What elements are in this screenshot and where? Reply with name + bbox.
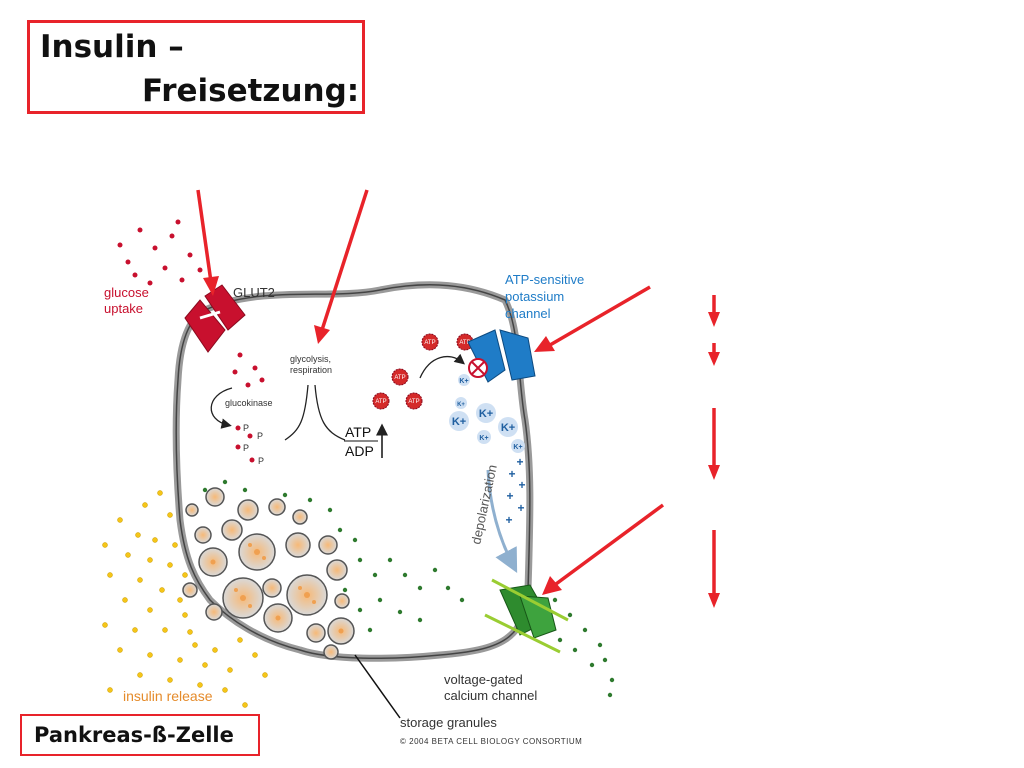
released-insulin [102, 490, 268, 708]
potassium-ion-label: K+ [501, 422, 515, 434]
phosphorylated-glucose: P P P P [235, 423, 264, 466]
atp-badge-label: ATP [459, 340, 470, 346]
glucokinase-label: glucokinase [225, 398, 273, 408]
title-line-1: Insulin – [40, 29, 184, 65]
calcium-channel-label-line2: calcium channel [444, 688, 537, 703]
arrow-to-katp [534, 285, 651, 352]
down-arrow-4 [708, 530, 720, 608]
phosphate-label: P [243, 443, 249, 453]
phosphate-label: P [258, 456, 264, 466]
potassium-ion-label: K+ [479, 435, 488, 442]
atp-badge-label: ATP [408, 399, 419, 405]
potassium-ion-label: K+ [513, 444, 522, 451]
arrow-to-calcium [542, 503, 665, 595]
glucose-uptake-label-line2: uptake [104, 301, 143, 316]
atp-badge-label: ATP [375, 399, 386, 405]
glucose-uptake-label-line1: glucose [104, 285, 149, 300]
down-arrow-3 [708, 408, 720, 480]
caption-text: Pankreas-ß-Zelle [34, 723, 234, 747]
plus-charge: + [508, 467, 515, 481]
arrow-to-glycolysis [314, 189, 369, 344]
atp-label: ATP [345, 424, 371, 440]
copyright-label: © 2004 BETA CELL BIOLOGY CONSORTIUM [400, 737, 582, 746]
caption-box: Pankreas-ß-Zelle [20, 714, 260, 756]
potassium-ion-label: K+ [457, 402, 465, 408]
potassium-ion-label: K+ [452, 416, 466, 428]
potassium-ion-label: K+ [479, 408, 493, 420]
calcium-channel-label-line1: voltage-gated [444, 672, 523, 687]
atp-badge-label: ATP [394, 375, 405, 381]
katp-label-line2: potassium [505, 289, 564, 304]
adp-label: ADP [345, 443, 374, 459]
katp-channel [467, 329, 536, 383]
phosphate-label: P [257, 431, 263, 441]
title-line-2: Freisetzung: [142, 73, 360, 109]
glycolysis-label-line1: glycolysis, [290, 354, 331, 364]
glucose-molecules-inside [232, 352, 265, 388]
glut2-transporter [184, 284, 246, 353]
potassium-ions: K+ K+ K+ K+ K+ K+ K+ [449, 374, 525, 453]
insulin-release-label: insulin release [123, 688, 213, 704]
glycolysis-arrow [284, 384, 346, 441]
phosphate-label: P [243, 423, 249, 433]
arrow-to-glut2 [196, 189, 219, 296]
plus-charge: + [517, 501, 524, 515]
atp-molecules: ATP ATP ATP ATP ATP [372, 333, 474, 410]
down-arrow-1 [708, 295, 720, 327]
glucose-molecules-outside [117, 219, 203, 286]
title-box: Insulin – Freisetzung: [27, 20, 365, 114]
calcium-channel [484, 578, 569, 654]
katp-label-line1: ATP-sensitive [505, 272, 584, 287]
potassium-ion-label: K+ [459, 378, 468, 385]
glycolysis-label-line2: respiration [290, 365, 332, 375]
atp-badge-label: ATP [424, 340, 435, 346]
depolarization-arrow [486, 469, 518, 573]
storage-granules-pointer [354, 654, 401, 719]
storage-granules-label: storage granules [400, 715, 497, 730]
katp-label-line3: channel [505, 306, 551, 321]
plus-charge: + [516, 455, 523, 469]
plus-charge: + [505, 513, 512, 527]
down-arrow-2 [708, 343, 720, 366]
positive-charges: + + + + + + [505, 455, 525, 527]
plus-charge: + [506, 489, 513, 503]
atp-binding-arrow [419, 353, 465, 379]
annotation-arrows [196, 189, 720, 608]
glut2-label: GLUT2 [233, 285, 275, 300]
plus-charge: + [518, 478, 525, 492]
glucokinase-arrow [210, 387, 233, 429]
insulin-cores [210, 543, 344, 634]
